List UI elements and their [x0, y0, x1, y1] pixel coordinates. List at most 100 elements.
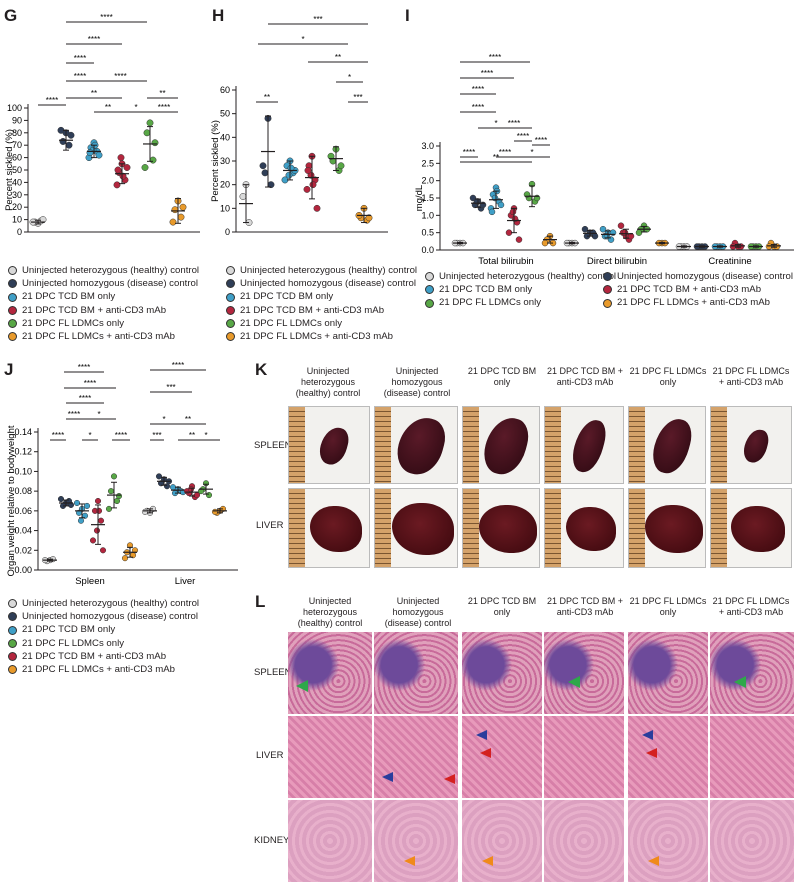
- data-point: [205, 492, 213, 499]
- x-category-label: Creatinine: [708, 256, 751, 265]
- sig-label: ***: [166, 383, 175, 392]
- legend-item: 21 DPC TCD BM + anti-CD3 mAb: [603, 283, 793, 296]
- data-point: [39, 216, 47, 224]
- spleen-organ: [479, 412, 533, 480]
- sig-label: **: [185, 415, 191, 424]
- data-point: [309, 181, 317, 189]
- legend-label: 21 DPC TCD BM + anti-CD3 mAb: [240, 304, 385, 316]
- liver-organ: [731, 506, 785, 552]
- legend-swatch: [226, 305, 235, 315]
- legend-swatch: [425, 298, 434, 308]
- data-point: [497, 201, 505, 209]
- data-point: [599, 225, 607, 233]
- spleen-histology-image: [544, 632, 624, 714]
- y-tick-label: 0: [225, 227, 230, 237]
- kidney-histology-image: [710, 800, 794, 882]
- sig-label: **: [264, 93, 270, 102]
- legend-label: 21 DPC FL LDMCs + anti-CD3 mAb: [617, 297, 770, 309]
- legend-label: Uninjected homozygous (disease) control: [240, 278, 416, 290]
- data-point: [146, 119, 154, 127]
- y-tick-label: 0: [17, 227, 22, 237]
- spleen-histology-image: [462, 632, 542, 714]
- data-point: [581, 225, 589, 233]
- blue-arrow-icon: [476, 730, 487, 740]
- legend-swatch: [8, 332, 17, 342]
- green-arrow-icon: [296, 680, 308, 692]
- ruler: [289, 489, 305, 567]
- kidney-histology-image: [544, 800, 624, 882]
- legend-h: Uninjected heterozygous (healthy) contro…: [226, 264, 417, 343]
- ruler: [545, 489, 561, 567]
- y-tick-label: 30: [12, 190, 22, 200]
- legend-swatch: [603, 285, 612, 295]
- x-category-label: Total bilirubin: [478, 256, 533, 265]
- y-tick-label: 0.0: [421, 245, 434, 255]
- y-tick-label: 60: [220, 85, 230, 95]
- kidney-histology-image: [628, 800, 708, 882]
- liver-organ: [310, 506, 362, 552]
- data-point: [617, 222, 625, 229]
- spleen-photo: [710, 406, 792, 484]
- data-point: [211, 508, 219, 515]
- y-axis-label: Percent sickled (%): [4, 129, 15, 211]
- sig-label: *: [162, 415, 165, 424]
- sig-label: ****: [100, 13, 112, 22]
- data-point: [155, 473, 163, 480]
- legend-swatch: [8, 266, 17, 276]
- data-point: [99, 547, 107, 554]
- y-tick-label: 0.14: [14, 427, 32, 437]
- data-point: [259, 162, 267, 170]
- sig-label: ***: [313, 15, 322, 24]
- data-point: [117, 154, 125, 162]
- sig-label: ****: [46, 96, 58, 105]
- k-col-header: 21 DPC FL LDMCs only: [629, 366, 707, 387]
- y-tick-label: 0.04: [14, 526, 32, 536]
- data-point: [113, 181, 121, 189]
- spleen-histology-image: [288, 632, 372, 714]
- legend-label: 21 DPC TCD BM only: [22, 291, 116, 303]
- panel-label-j: J: [4, 360, 14, 379]
- data-point: [151, 139, 159, 147]
- legend-label: 21 DPC FL LDMCs only: [22, 637, 125, 649]
- legend-label: Uninjected heterozygous (healthy) contro…: [240, 265, 418, 276]
- spleen-organ: [648, 414, 696, 478]
- liver-histology-image: [374, 716, 458, 798]
- legend-label: Uninjected heterozygous (healthy) contro…: [22, 265, 200, 276]
- sig-label: **: [189, 431, 195, 440]
- k-col-header: Uninjected heterozygous (healthy) contro…: [295, 366, 361, 398]
- data-point: [57, 495, 65, 503]
- legend-item: Uninjected heterozygous (healthy) contro…: [425, 270, 616, 283]
- data-point: [123, 164, 131, 171]
- y-tick-label: 0.08: [14, 486, 32, 496]
- ruler: [711, 407, 727, 483]
- y-axis-label: mg/dL: [414, 185, 425, 211]
- ruler: [629, 407, 645, 483]
- legend-swatch: [8, 638, 17, 648]
- sig-label: ****: [535, 136, 547, 145]
- legend-label: 21 DPC TCD BM + anti-CD3 mAb: [22, 304, 167, 316]
- spleen-photo: [288, 406, 370, 484]
- ruler: [463, 407, 479, 483]
- sig-label: ****: [158, 103, 170, 112]
- data-point: [110, 473, 118, 480]
- spleen-organ: [568, 416, 610, 476]
- legend-label: 21 DPC FL LDMCs only: [240, 317, 343, 329]
- sig-label: ****: [84, 379, 96, 388]
- data-point: [179, 203, 187, 211]
- sig-label: *: [88, 431, 91, 440]
- ruler: [545, 407, 561, 483]
- k-col-header: Uninjected homozygous (disease) control: [383, 366, 451, 398]
- liver-histology-image: [710, 716, 794, 798]
- data-point: [114, 166, 122, 174]
- spleen-photo: [462, 406, 540, 484]
- legend-item: 21 DPC FL LDMCs only: [226, 317, 417, 330]
- sig-label: ***: [353, 93, 362, 102]
- legend-swatch: [8, 599, 17, 609]
- legend-swatch: [8, 318, 17, 328]
- blue-arrow-icon: [382, 772, 393, 782]
- legend-label: 21 DPC TCD BM + anti-CD3 mAb: [617, 284, 762, 296]
- sig-label: ****: [472, 103, 484, 112]
- sig-label: ****: [508, 119, 520, 128]
- data-point: [261, 169, 269, 177]
- legend-label: Uninjected homozygous (disease) control: [617, 271, 793, 282]
